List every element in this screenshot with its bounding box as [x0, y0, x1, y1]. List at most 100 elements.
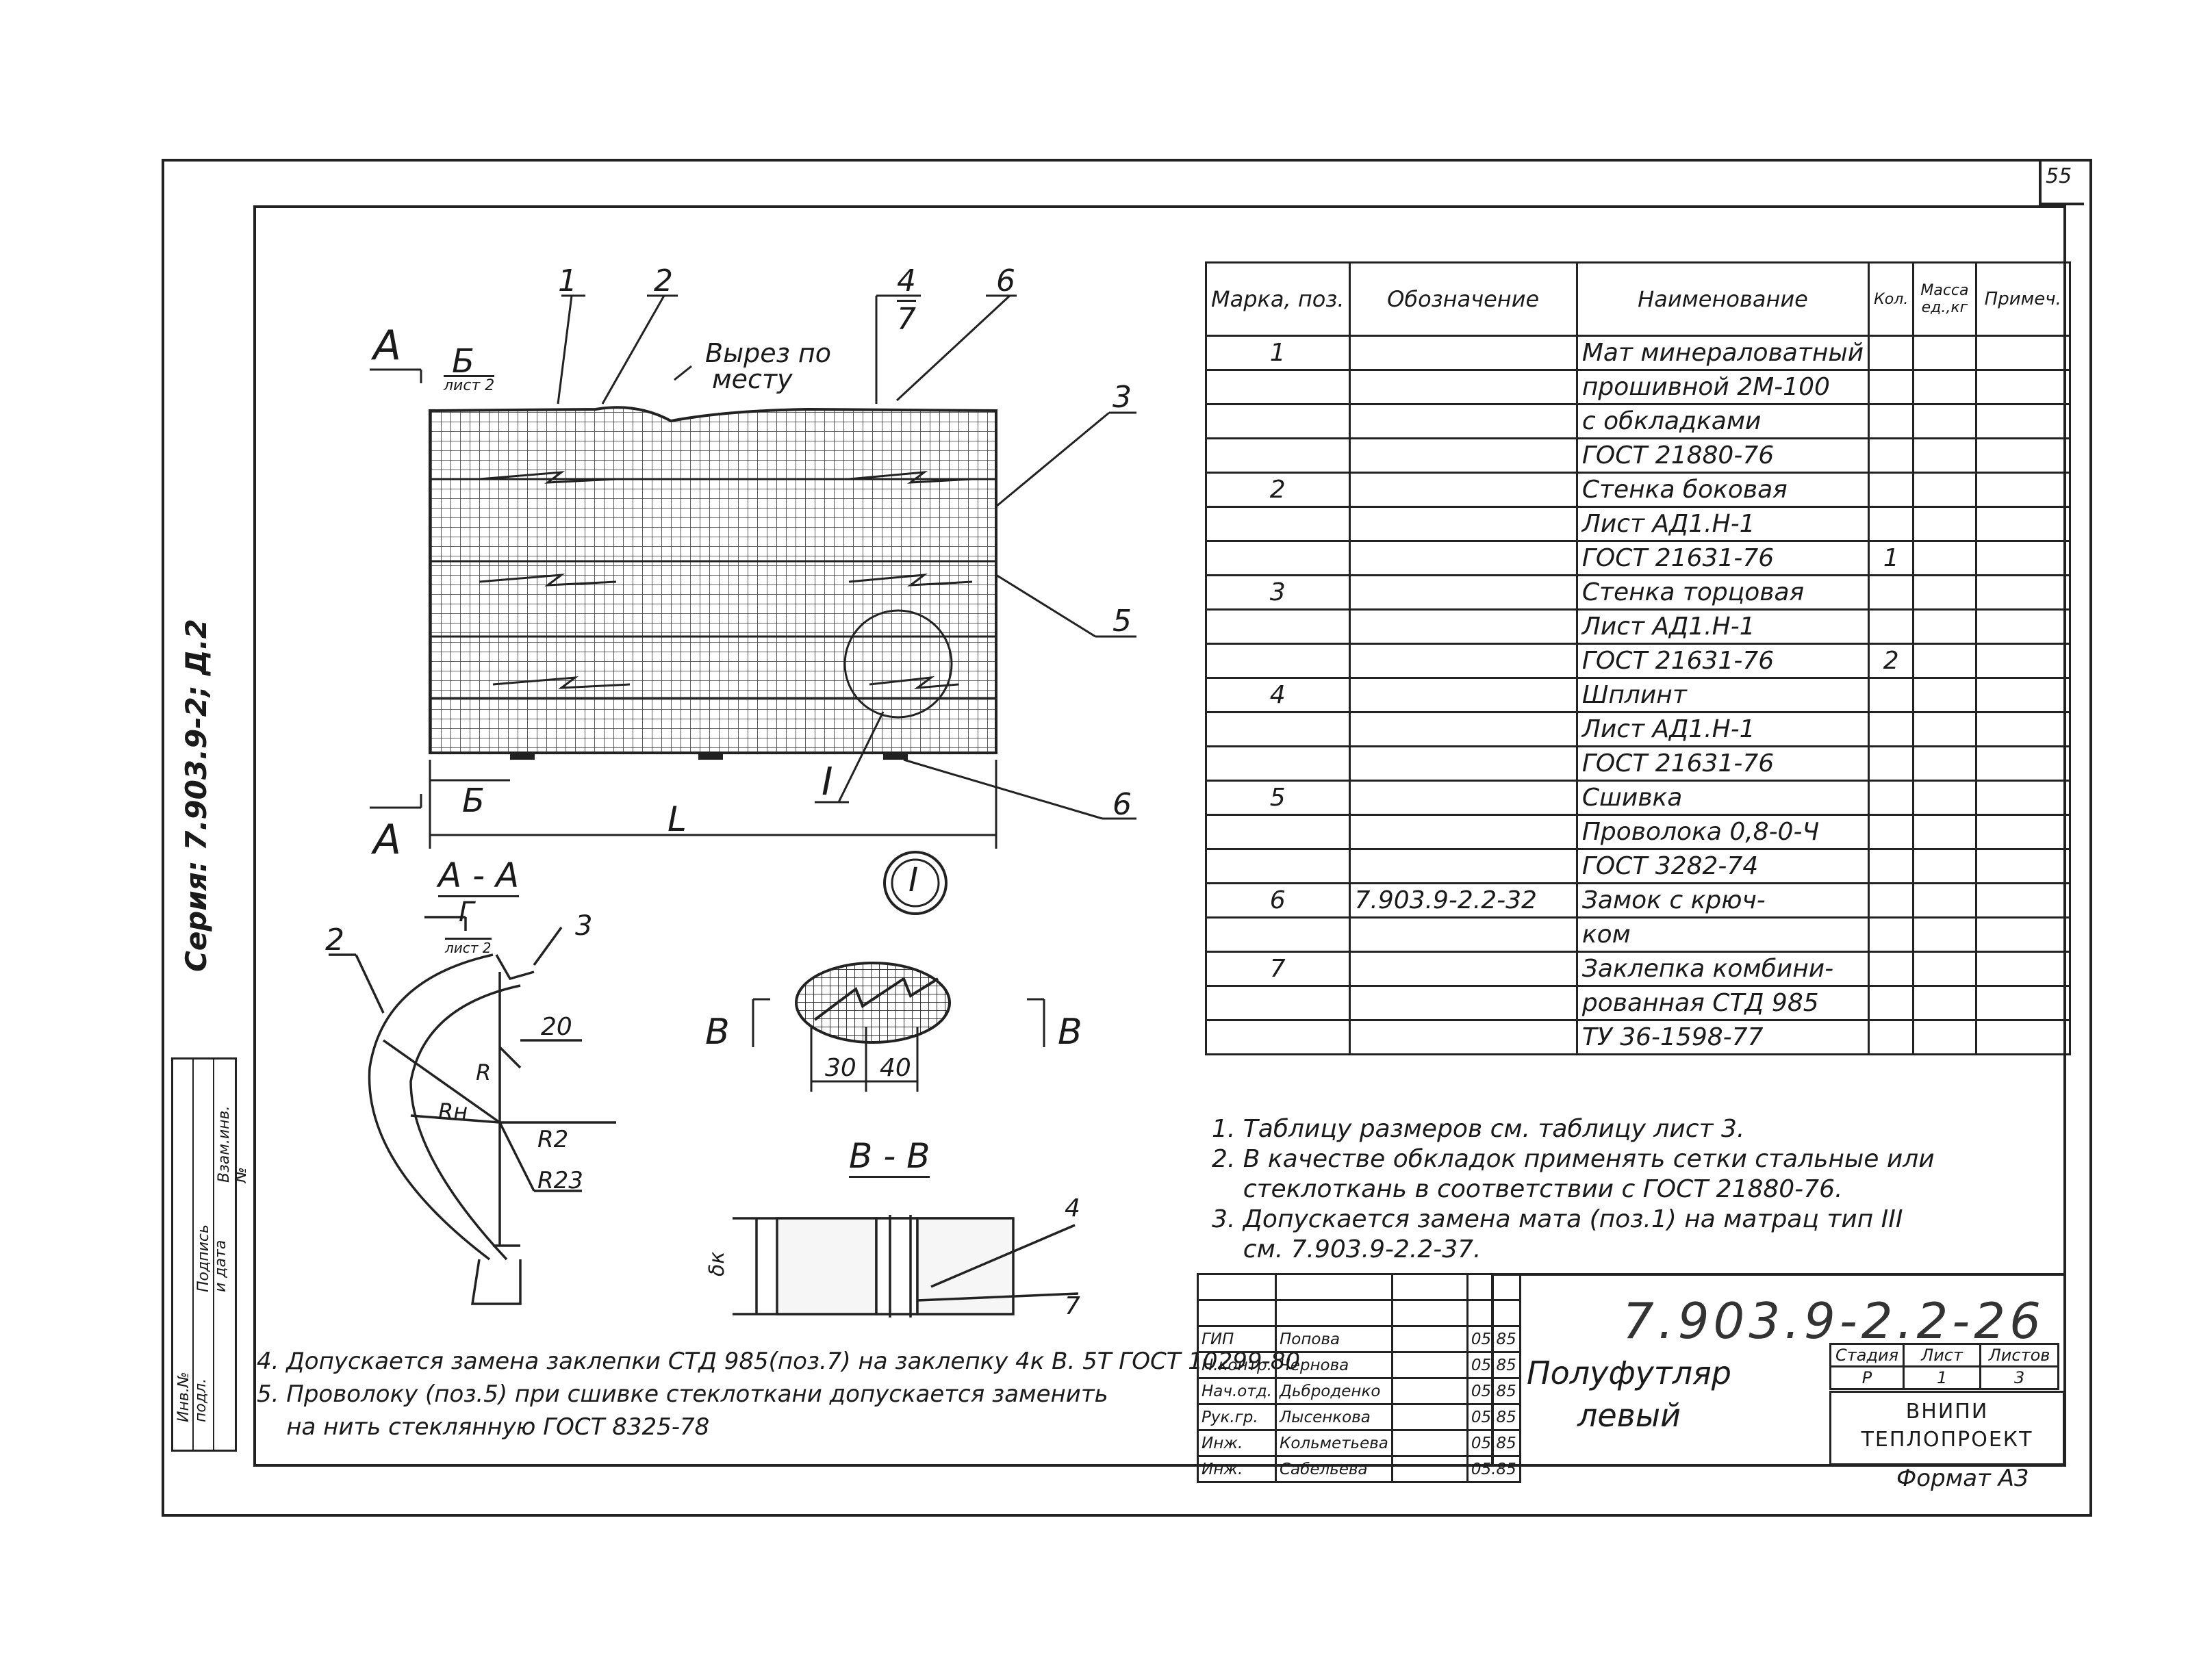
- spec-cell-designation: [1348, 848, 1578, 884]
- detail-i-circle: [843, 609, 953, 719]
- stage-header: Стадия: [1829, 1343, 1905, 1367]
- sheets-header: Листов: [1979, 1343, 2060, 1367]
- cut-note-line1: Вырез по: [705, 338, 831, 368]
- cut-note-line2: месту: [712, 364, 793, 394]
- spec-cell-note: [1974, 814, 2072, 850]
- spec-cell-designation: [1348, 540, 1578, 576]
- spec-cell-qty: 2: [1868, 643, 1915, 679]
- spec-cell-mass: [1912, 608, 1977, 645]
- signature-sign: [1390, 1325, 1469, 1353]
- callout-6-top: 6: [996, 264, 1015, 298]
- spec-header-qty: Кол.: [1868, 261, 1915, 337]
- callout-3: 3: [1113, 380, 1132, 415]
- spec-cell-pos: [1205, 437, 1351, 474]
- spec-cell-designation: [1348, 643, 1578, 679]
- spec-cell-note: [1974, 643, 2072, 679]
- spec-cell-name: Стенка торцовая: [1575, 574, 1870, 611]
- section-a-top: А: [373, 322, 402, 370]
- dim-40: 40: [880, 1054, 911, 1082]
- note-line: 3. Допускается замена мата (поз.1) на ма…: [1212, 1205, 1903, 1233]
- spec-cell-note: [1974, 1019, 2072, 1055]
- spec-cell-designation: [1348, 951, 1578, 987]
- spec-cell-note: [1974, 848, 2072, 884]
- spec-cell-pos: [1205, 814, 1351, 850]
- spec-row: 7 Заклепка комбини-: [1205, 951, 2072, 987]
- spec-cell-pos: 2: [1205, 472, 1351, 508]
- dim-r23: R23: [537, 1167, 583, 1194]
- spec-cell-note: [1974, 882, 2072, 919]
- section-aa-title: А - А: [438, 856, 520, 897]
- spec-cell-mass: [1912, 540, 1977, 576]
- spec-cell-note: [1974, 403, 2072, 439]
- spec-cell-mass: [1912, 882, 1977, 919]
- spec-cell-mass: [1912, 711, 1977, 747]
- spec-cell-mass: [1912, 814, 1977, 850]
- spec-cell-name: Лист АД1.Н-1: [1575, 608, 1870, 645]
- spec-cell-name: ТУ 36-1598-77: [1575, 1019, 1870, 1055]
- specification-table: Марка, поз. Обозначение Наименование Кол…: [1205, 261, 2072, 1055]
- spec-cell-mass: [1912, 403, 1977, 439]
- spec-cell-qty: [1868, 711, 1915, 747]
- signature-role: Нач.отд.: [1197, 1377, 1277, 1405]
- spec-cell-name: ГОСТ 21631-76: [1575, 540, 1870, 576]
- callout-7: 7: [897, 300, 916, 337]
- callout-1: 1: [558, 264, 577, 298]
- spec-cell-name: ком: [1575, 916, 1870, 953]
- spec-cell-name: Заклепка комбини-: [1575, 951, 1870, 987]
- spec-cell-qty: [1868, 335, 1915, 371]
- spec-cell-pos: 1: [1205, 335, 1351, 371]
- spec-cell-pos: 7: [1205, 951, 1351, 987]
- detail-circle-label: I: [908, 861, 919, 899]
- spec-cell-designation: [1348, 780, 1578, 816]
- spec-header-row: Марка, поз. Обозначение Наименование Кол…: [1205, 261, 2072, 337]
- spec-cell-designation: [1348, 369, 1578, 405]
- callout-leaders: [370, 294, 1136, 849]
- spec-row: ГОСТ 3282-74: [1205, 848, 2072, 884]
- section-vv-graphic: [733, 1215, 1079, 1318]
- spec-cell-pos: [1205, 711, 1351, 747]
- section-v-left: В: [705, 1012, 730, 1053]
- spec-cell-note: [1974, 506, 2072, 542]
- callout-2: 2: [654, 264, 673, 298]
- signature-role: Рук.гр.: [1197, 1403, 1277, 1431]
- sheets-value: 3: [1979, 1365, 2060, 1390]
- dim-rh: Rн: [438, 1099, 468, 1125]
- spec-header-designation: Обозначение: [1348, 261, 1578, 337]
- spec-row: Лист АД1.Н-1: [1205, 711, 2072, 747]
- spec-cell-qty: 1: [1868, 540, 1915, 576]
- aa-callout-3: 3: [575, 910, 593, 942]
- callout-6-bottom: 6: [1113, 787, 1132, 822]
- part-name-line1: Полуфутляр: [1527, 1354, 1731, 1391]
- spec-cell-designation: [1348, 745, 1578, 782]
- signature-role: Инж.: [1197, 1429, 1277, 1457]
- spec-cell-qty: [1868, 369, 1915, 405]
- spec-cell-note: [1974, 745, 2072, 782]
- spec-cell-name: ГОСТ 3282-74: [1575, 848, 1870, 884]
- spec-cell-qty: [1868, 916, 1915, 953]
- title-block: [1491, 1273, 2063, 1464]
- note-line: см. 7.903.9-2.2-37.: [1212, 1235, 1482, 1263]
- spec-cell-designation: 7.903.9-2.2-32: [1348, 882, 1578, 919]
- spec-cell-pos: [1205, 608, 1351, 645]
- spec-cell-designation: [1348, 506, 1578, 542]
- callout-5: 5: [1113, 604, 1132, 639]
- spec-row: Лист АД1.Н-1: [1205, 608, 2072, 645]
- spec-header-name: Наименование: [1575, 261, 1870, 337]
- spec-cell-pos: [1205, 403, 1351, 439]
- detail-i-marker-circle: [883, 851, 948, 915]
- aa-callout-2: 2: [325, 923, 344, 958]
- spec-cell-pos: [1205, 540, 1351, 576]
- spec-cell-note: [1974, 437, 2072, 474]
- dim-20: 20: [541, 1013, 572, 1041]
- spec-row: ТУ 36-1598-77: [1205, 1019, 2072, 1055]
- spec-cell-qty: [1868, 574, 1915, 611]
- spec-cell-qty: [1868, 848, 1915, 884]
- sheet-corner-box: 55: [2039, 159, 2084, 205]
- signature-sign: [1390, 1455, 1469, 1483]
